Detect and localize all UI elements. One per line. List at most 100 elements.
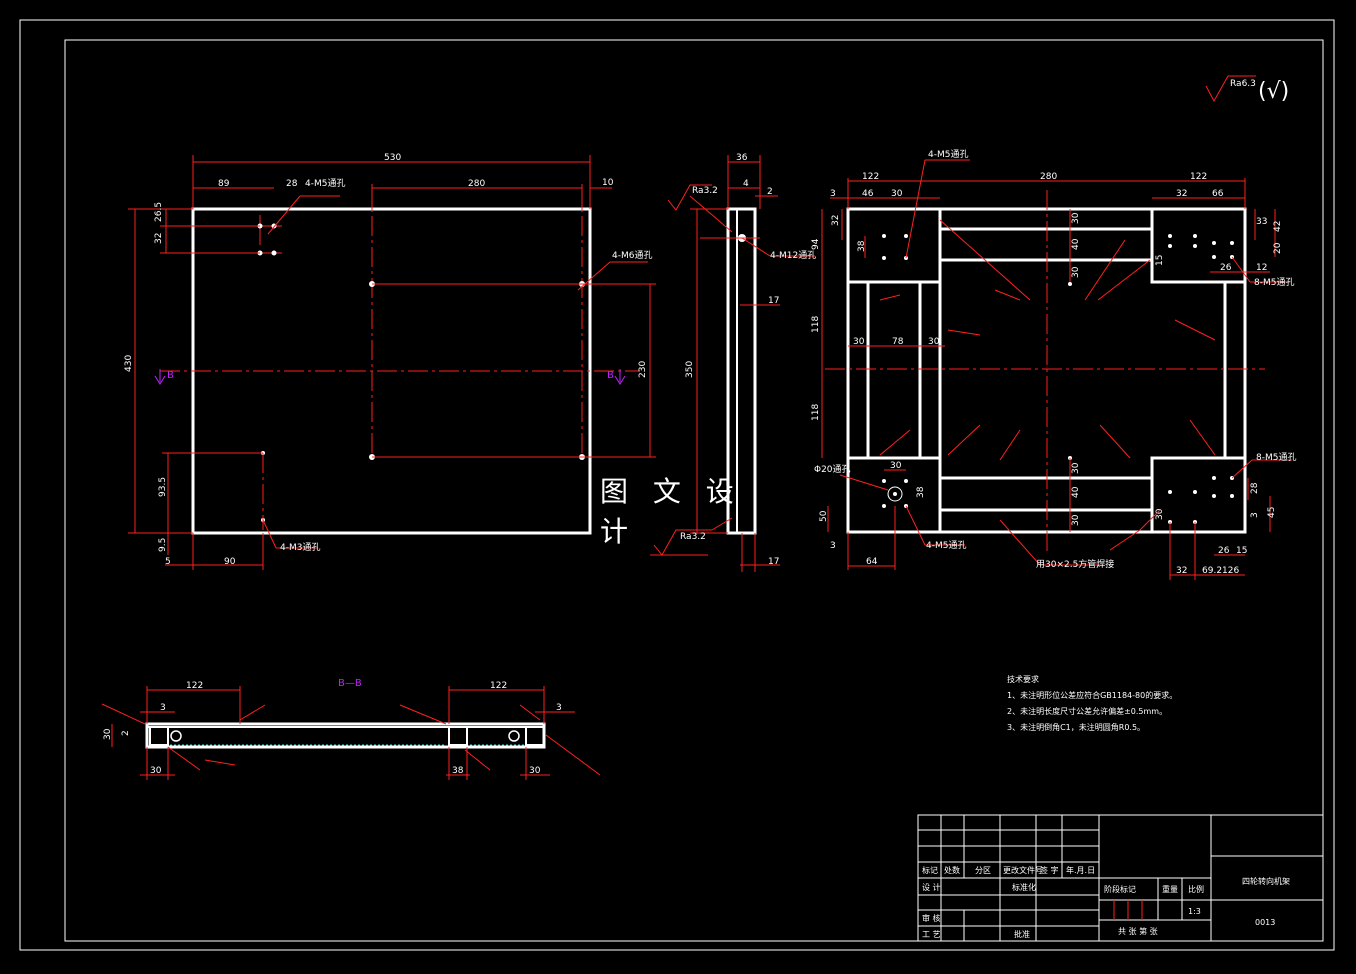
dim-93-5: 93.5 xyxy=(158,477,168,497)
dim-350: 350 xyxy=(685,361,695,378)
dim-32c: 32 xyxy=(1176,566,1187,576)
tb-sign: 签 字 xyxy=(1040,865,1059,875)
section-dim-3b: 3 xyxy=(556,703,562,713)
dim-5: 5 xyxy=(165,557,171,567)
section-dim-30c: 30 xyxy=(529,766,541,776)
dim-118b: 118 xyxy=(811,404,821,421)
tech-line-3: 3、未注明倒角C1，未注明圆角R0.5。 xyxy=(1007,722,1145,732)
dim-42: 42 xyxy=(1273,221,1283,232)
dim-90: 90 xyxy=(224,557,236,567)
section-dim-3a: 3 xyxy=(160,703,166,713)
tech-line-2: 2、未注明长度尺寸公差允许偏差±0.5mm。 xyxy=(1007,706,1167,716)
callout-m6: 4-M6通孔 xyxy=(612,250,652,261)
dim-430: 430 xyxy=(124,355,134,372)
tb-approve: 批准 xyxy=(1014,929,1030,939)
callout-m5b: 8-M5通孔 xyxy=(1254,277,1294,288)
roughness-side-top: Ra3.2 xyxy=(692,186,718,196)
tb-review: 审 核 xyxy=(922,913,941,923)
callout-m5: 4-M5通孔 xyxy=(305,178,345,189)
dim-89: 89 xyxy=(218,179,230,189)
dim-30e: 30 xyxy=(928,337,940,347)
dim-phi20: Φ20通孔 xyxy=(814,464,851,475)
tech-requirements: 技术要求 1、未注明形位公差应符合GB1184-80的要求。 2、未注明长度尺寸… xyxy=(1007,674,1177,732)
section-dim-30b: 30 xyxy=(150,766,162,776)
dim-40a: 40 xyxy=(1071,238,1081,250)
tb-name: 四轮转向机架 xyxy=(1242,876,1290,886)
roughness-global-text: Ra6.3 xyxy=(1230,79,1256,89)
dim-30i: 30 xyxy=(1155,508,1165,520)
callout-m3: 4-M3通孔 xyxy=(280,542,320,553)
dim-32: 32 xyxy=(154,233,164,244)
dim-118a: 118 xyxy=(811,316,821,333)
dim-32b: 32 xyxy=(831,215,841,226)
view-frame: 122 280 122 3 46 30 32 66 94 118 118 32 … xyxy=(811,149,1296,580)
dim-38b: 38 xyxy=(916,486,926,498)
dim-3a: 3 xyxy=(830,189,836,199)
tb-design: 设 计 xyxy=(922,882,941,892)
section-dim-122b: 122 xyxy=(490,681,507,691)
tb-mark: 标记 xyxy=(922,865,938,875)
tb-standard: 标准化 xyxy=(1012,882,1036,892)
tb-zone: 分区 xyxy=(975,866,991,875)
tb-ratio: 比例 xyxy=(1188,884,1204,894)
section-mark-left: B xyxy=(167,370,174,381)
tech-line-1: 1、未注明形位公差应符合GB1184-80的要求。 xyxy=(1007,690,1177,700)
callout-m5a: 4-M5通孔 xyxy=(928,149,968,160)
dim-26a: 26 xyxy=(1220,263,1232,273)
dim-122b: 122 xyxy=(1190,172,1207,182)
tb-sheets: 共 张 第 张 xyxy=(1118,926,1158,936)
dim-50: 50 xyxy=(819,510,829,522)
dim-94: 94 xyxy=(811,238,821,250)
tb-process: 工 艺 xyxy=(922,930,941,939)
dim-64: 64 xyxy=(866,557,878,567)
dim-17a: 17 xyxy=(768,296,779,306)
dim-280-frame: 280 xyxy=(1040,172,1057,182)
view-front-plate: 530 89 28 280 10 430 26.5 32 93.5 9.5 5 … xyxy=(124,153,656,570)
dim-10: 10 xyxy=(602,178,614,188)
dim-78: 78 xyxy=(892,337,904,347)
view-side: 36 4 2 350 17 17 Ra3.2 Ra3.2 4-M12通孔 xyxy=(650,153,816,572)
dim-28: 28 xyxy=(286,179,298,189)
dim-30h: 30 xyxy=(1071,514,1081,526)
callout-tube: 用30×2.5方管焊接 xyxy=(1036,558,1114,570)
dim-4: 4 xyxy=(743,179,749,189)
dim-230: 230 xyxy=(638,361,648,378)
dim-30c: 30 xyxy=(1071,266,1081,278)
section-mark-right: B xyxy=(607,370,614,381)
tb-doc: 更改文件号 xyxy=(1003,865,1043,875)
inner-frame xyxy=(64,39,1324,942)
dim-33: 33 xyxy=(1256,217,1267,227)
dim-9-5: 9.5 xyxy=(158,538,168,552)
dim-28-frame: 28 xyxy=(1250,482,1260,494)
dim-15a: 15 xyxy=(1155,255,1165,266)
section-bb: B—B 122 122 3 3 30 2 30 38 30 xyxy=(101,678,601,780)
tb-code: 0013 xyxy=(1255,918,1275,927)
dim-20: 20 xyxy=(1273,242,1283,254)
dim-30d: 30 xyxy=(853,337,865,347)
section-dim-38: 38 xyxy=(452,766,464,776)
section-title: B—B xyxy=(338,678,362,689)
dim-3b: 3 xyxy=(830,541,836,551)
dim-66: 66 xyxy=(1212,189,1224,199)
dim-12: 12 xyxy=(1256,263,1267,273)
dim-69: 69.2126 xyxy=(1202,566,1239,576)
dim-122a: 122 xyxy=(862,172,879,182)
dim-530: 530 xyxy=(384,153,401,163)
watermark: 图 文 设 计 xyxy=(600,475,742,548)
dim-38a: 38 xyxy=(857,240,867,252)
dim-3c: 3 xyxy=(1250,512,1260,518)
outer-frame xyxy=(19,19,1335,951)
tb-stage: 阶段标记 xyxy=(1104,884,1136,894)
dim-40b: 40 xyxy=(1071,486,1081,498)
tb-count: 处数 xyxy=(944,865,960,875)
dim-26b: 26 xyxy=(1218,546,1230,556)
title-block: 标记 处数 分区 更改文件号 签 字 年.月.日 设 计 标准化 阶段标记 重量… xyxy=(917,814,1324,942)
section-dim-30: 30 xyxy=(103,728,113,740)
roughness-note: (√) xyxy=(1258,79,1289,104)
dim-2: 2 xyxy=(767,187,773,197)
dim-15b: 15 xyxy=(1236,546,1247,556)
tb-date: 年.月.日 xyxy=(1066,865,1095,875)
tb-weight: 重量 xyxy=(1162,884,1178,894)
section-dim-122a: 122 xyxy=(186,681,203,691)
